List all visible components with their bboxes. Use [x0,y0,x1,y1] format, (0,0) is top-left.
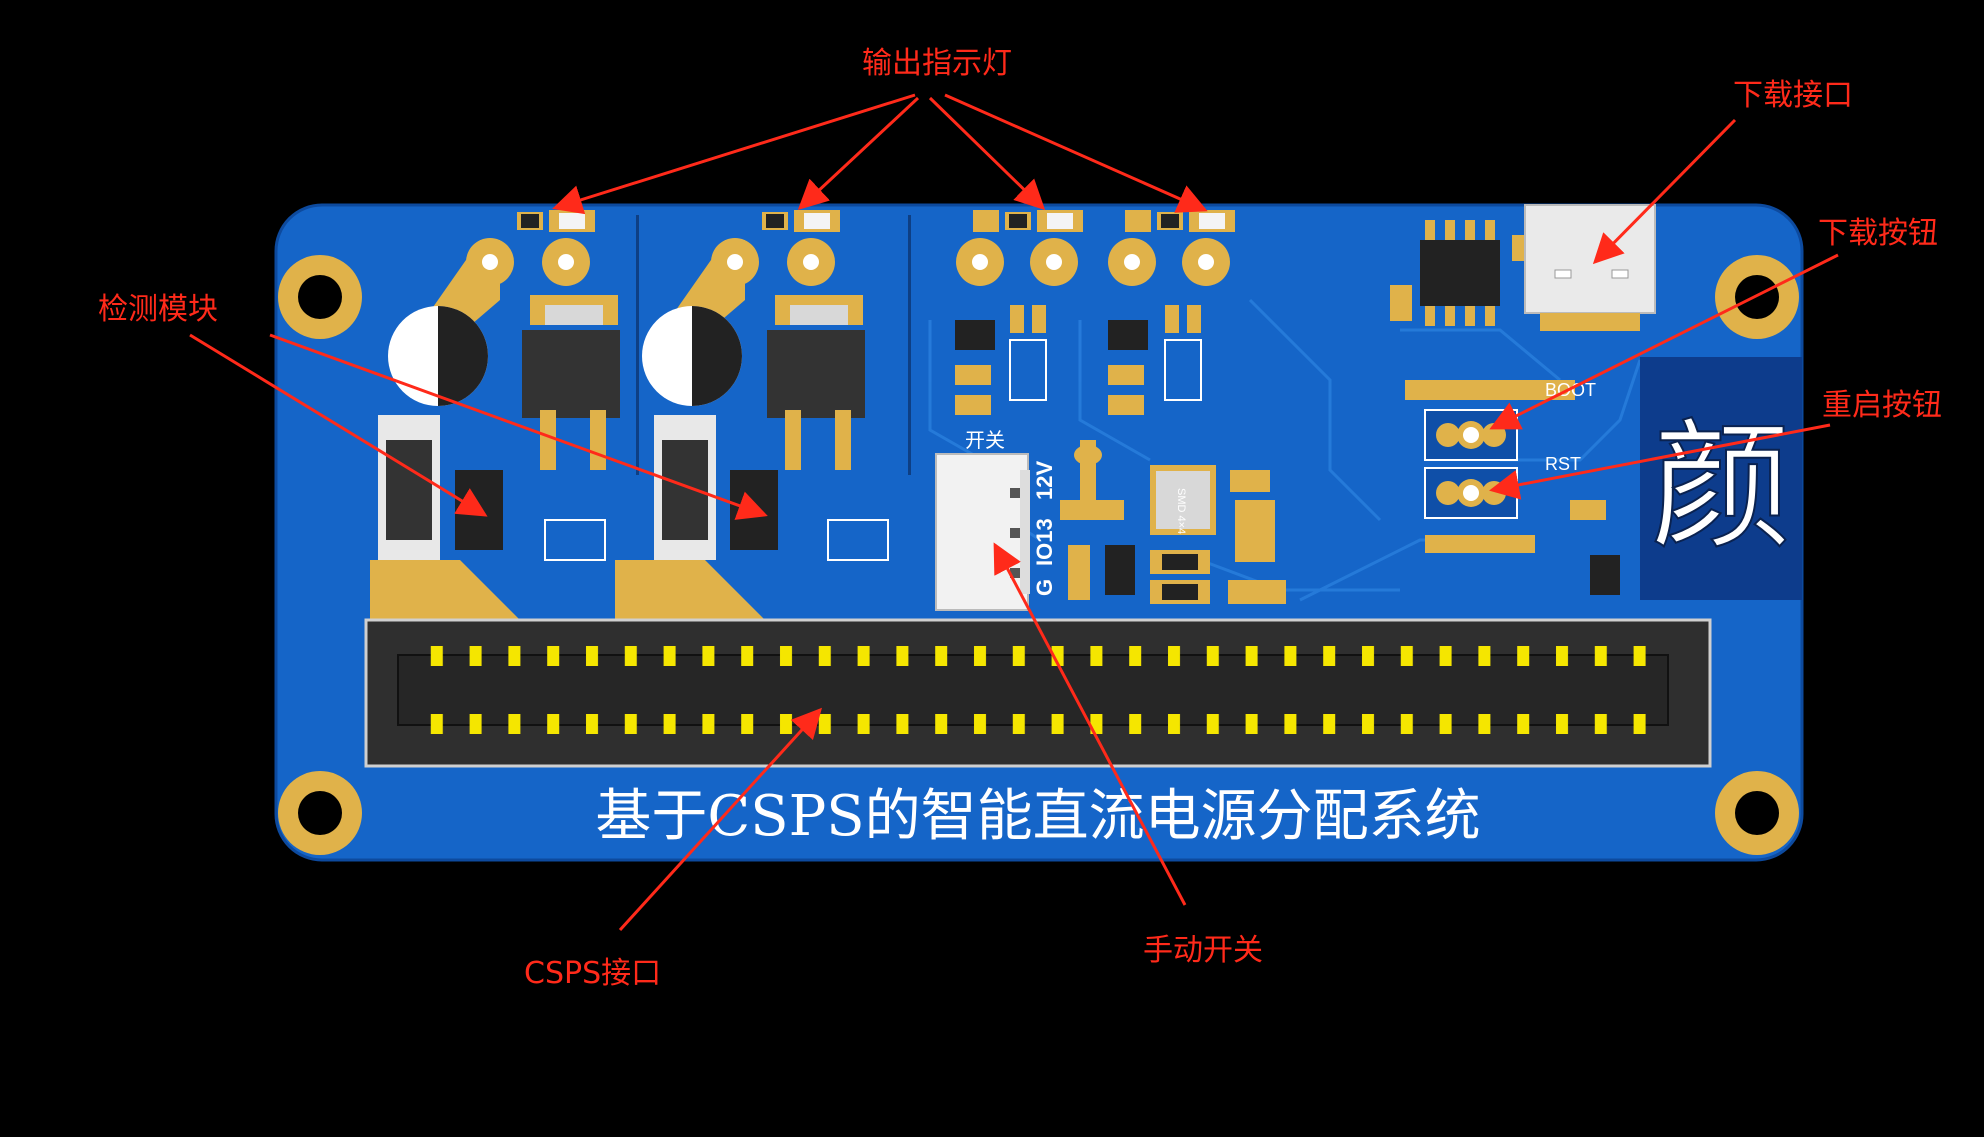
center-components: SMD 4×4 [1060,440,1286,604]
callout-output-leds: 输出指示灯 [862,46,1012,81]
callout-manual-switch: 手动开关 [1143,933,1263,968]
pin-label-12v: 12V [1032,461,1057,500]
callout-arrows [189,93,1839,932]
reset-button: RST [1424,454,1620,595]
switch-silk-label: 开关 [965,429,1005,452]
pin-label-io13: IO13 [1032,518,1057,566]
mounting-holes [278,255,1799,855]
callout-download-button: 下载按钮 [1818,216,1938,251]
signal-channel-1 [955,238,1078,415]
pin-label-g: G [1032,579,1057,596]
output-led-row [517,210,1235,232]
signal-channel-2 [1108,238,1230,415]
callout-sensing-module: 检测模块 [98,292,218,327]
logo-glyph: 颜 [1651,406,1791,569]
boot-button: BOOT [1405,380,1596,461]
rst-silk-label: RST [1545,454,1581,474]
inductor-silk-label: SMD 4×4 [1175,488,1187,534]
board-title: 基于CSPS的智能直流电源分配系统 [595,784,1480,849]
logo-panel: 颜 [1640,357,1802,600]
callout-reset-button: 重启按钮 [1822,388,1942,423]
manual-switch-connector: 开关 12V IO13 G [935,429,1057,611]
csps-connector [364,618,1712,768]
via-rows [636,215,911,475]
callout-csps-port: CSPS接口 [524,956,662,991]
callout-download-port: 下载接口 [1733,78,1853,113]
